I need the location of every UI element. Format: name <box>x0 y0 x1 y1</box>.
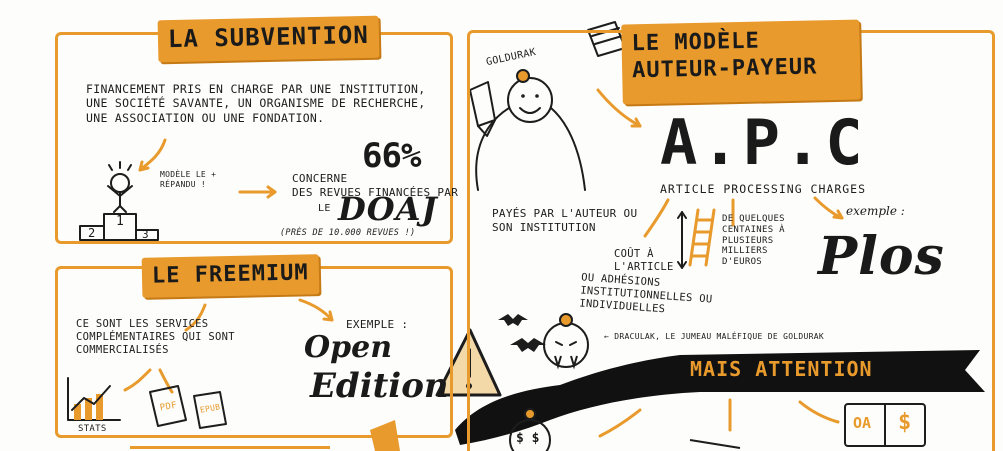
apc-title-line1: LE MODÈLE <box>631 28 761 57</box>
plos-logo: Plos <box>818 226 945 287</box>
stat-percentage: 66% <box>362 136 421 176</box>
freemium-description: CE SONT LES SERVICES COMPLÉMENTAIRES QUI… <box>76 318 235 357</box>
freemium-title: LE FREEMIUM <box>141 254 320 298</box>
apc-paid-by: PAYÉS PAR L'AUTEUR OU SON INSTITUTION <box>492 207 638 234</box>
oa-label: OA <box>853 414 872 432</box>
podium-rank-2: 2 <box>88 226 96 240</box>
stat-concerne: CONCERNE <box>292 172 348 185</box>
apc-price-range: DE QUELQUES CENTAINES À PLUSIEURS MILLIE… <box>722 214 785 268</box>
apc-example-label: exemple : <box>846 204 905 218</box>
apc-cost: COÛT À L'ARTICLE <box>614 248 674 274</box>
apc-title: LE MODÈLE AUTEUR-PAYEUR <box>621 19 861 105</box>
subvention-title: LA SUBVENTION <box>157 15 380 63</box>
openedition-logo-line2: Edition <box>310 366 449 406</box>
apc-expanded: ARTICLE PROCESSING CHARGES <box>660 182 867 196</box>
subvention-description: FINANCEMENT PRIS EN CHARGE PAR UNE INSTI… <box>86 82 426 125</box>
stats-label: STATS <box>78 424 107 434</box>
podium-rank-3: 3 <box>142 228 149 241</box>
podium-note: MODÈLE LE + RÉPANDU ! <box>160 170 217 189</box>
draculak-caption: ← DRACULAK, LE JUMEAU MALÉFIQUE DE GOLDU… <box>604 332 825 341</box>
openedition-logo-line1: Open <box>304 330 393 365</box>
apc-title-line2: AUTEUR-PAYEUR <box>631 54 818 84</box>
doaj-logo: DOAJ <box>338 190 438 228</box>
stat-revues: DES REVUES FINANCÉES PAR <box>292 186 459 199</box>
stat-le: LE <box>318 203 331 214</box>
doaj-note: (PRÈS DE 10.000 REVUES !) <box>280 228 416 238</box>
freemium-example-label: EXEMPLE : <box>346 318 409 331</box>
podium-rank-1: 1 <box>116 214 124 229</box>
dollar-label: $ <box>898 410 912 435</box>
coins-label: $ $ <box>516 431 540 446</box>
apc-acronym: A.P.C <box>660 106 867 179</box>
panel-bottom-edge <box>130 446 330 449</box>
warning-banner-text: MAIS ATTENTION <box>690 357 873 381</box>
